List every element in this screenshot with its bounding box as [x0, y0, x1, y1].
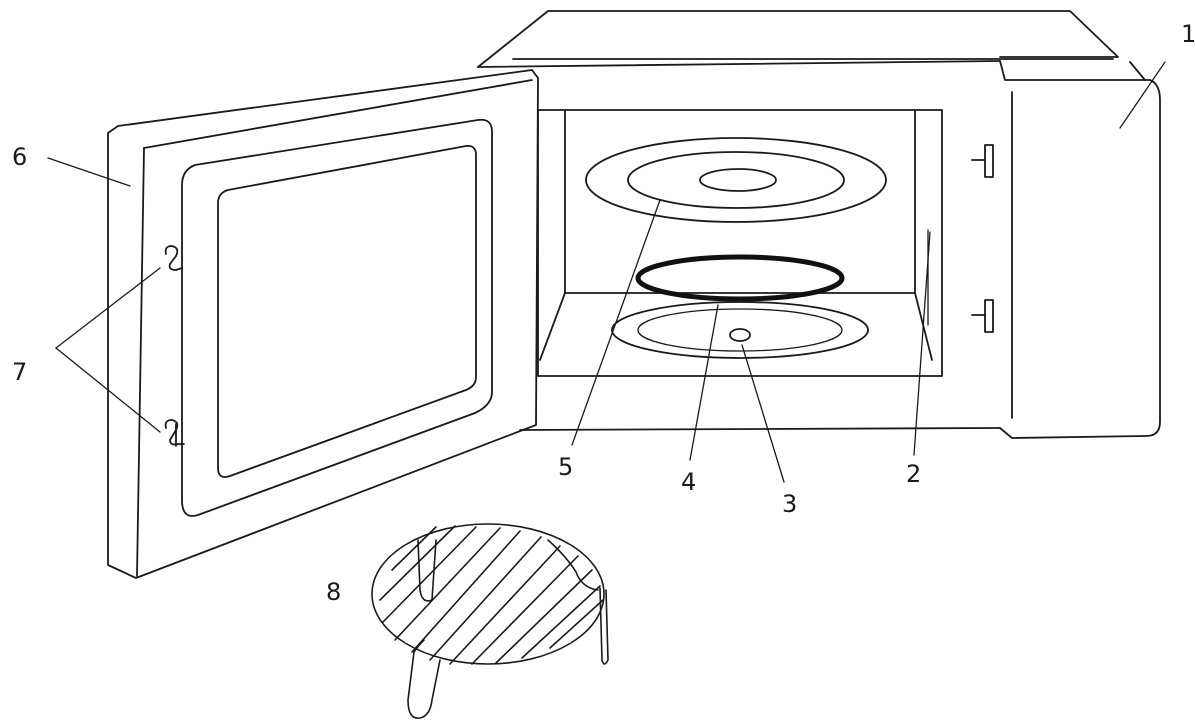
callout-3: 3 — [782, 490, 797, 518]
glass-tray — [585, 137, 887, 223]
leader-3 — [741, 344, 785, 483]
grill-rack — [371, 523, 609, 719]
leader-5 — [571, 199, 661, 446]
door-latch-hooks — [164, 245, 185, 447]
callout-labels: 1 2 3 4 5 6 7 8 — [12, 20, 1195, 606]
callout-6: 6 — [12, 143, 27, 171]
leader-4 — [689, 304, 719, 461]
turntable-shaft — [729, 328, 751, 342]
microwave-body — [477, 10, 1119, 431]
callout-4: 4 — [681, 468, 696, 496]
leader-1 — [1119, 61, 1166, 129]
callout-5: 5 — [558, 453, 573, 481]
turntable-ring-assembly — [635, 254, 845, 302]
callout-8: 8 — [326, 578, 341, 606]
leader-6 — [47, 157, 131, 187]
callout-1: 1 — [1181, 20, 1195, 48]
leader-7a — [55, 267, 161, 349]
control-panel — [999, 60, 1161, 439]
callout-2: 2 — [906, 460, 921, 488]
callout-7: 7 — [12, 358, 27, 386]
leader-7b — [55, 347, 161, 433]
leader-2 — [913, 231, 931, 456]
cavity-floor-ring — [611, 301, 869, 359]
door-safety-slots — [971, 144, 994, 333]
leader-lines — [47, 61, 1166, 483]
door-assembly — [107, 69, 539, 579]
oven-cavity — [537, 109, 943, 377]
